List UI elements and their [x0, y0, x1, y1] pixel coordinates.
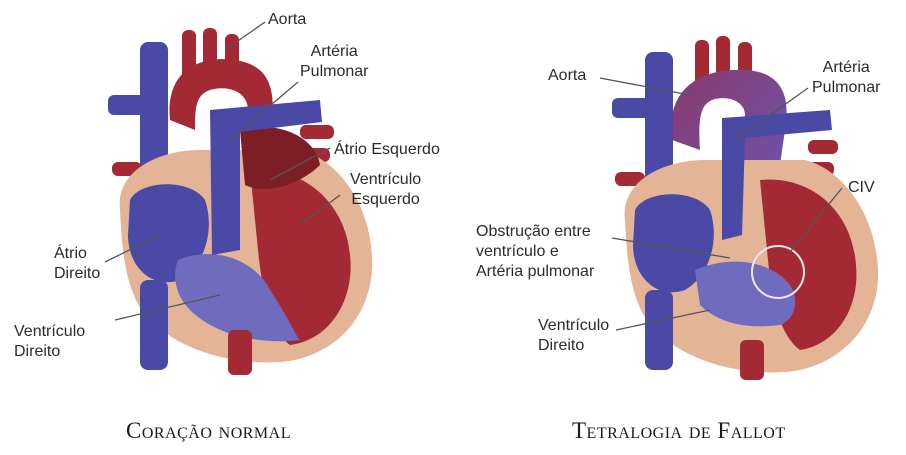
inferior-vena-cava [140, 280, 168, 370]
label-ventriculo-direito: Ventrículo Direito [14, 322, 85, 362]
label-ventriculo-direito-line1: Ventrículo [14, 322, 85, 342]
label-fallot-ventriculo-direito-line1: Ventrículo [538, 316, 609, 336]
label-aorta: Aorta [268, 10, 306, 30]
label-ventriculo-direito-line2: Direito [14, 342, 85, 362]
caption-normal: Coração normal [126, 418, 291, 444]
label-fallot-obstrucao-line2: ventrículo e [476, 242, 594, 262]
label-ventriculo-esquerdo-line2: Esquerdo [350, 190, 421, 210]
label-fallot-aorta: Aorta [548, 66, 586, 86]
label-arteria-pulmonar-line1: Artéria [300, 42, 368, 62]
fallot-brachiocephalic-vein [612, 98, 652, 118]
fallot-pulmonary-vein-1 [808, 140, 838, 154]
label-ventriculo-esquerdo: Ventrículo Esquerdo [350, 170, 421, 210]
label-atrio-direito: Átrio Direito [54, 244, 100, 284]
label-atrio-esquerdo: Átrio Esquerdo [334, 140, 440, 160]
label-fallot-obstrucao-line1: Obstrução entre [476, 222, 594, 242]
pulmonary-vein-1 [300, 125, 334, 139]
descending-aorta [228, 330, 252, 375]
label-fallot-ventriculo-direito-line2: Direito [538, 336, 609, 356]
fallot-descending-aorta [740, 340, 764, 380]
label-atrio-direito-line2: Direito [54, 264, 100, 284]
fallot-inferior-vena-cava [645, 290, 673, 370]
label-fallot-arteria-pulmonar: Artéria Pulmonar [812, 58, 880, 98]
caption-fallot: Tetralogia de Fallot [572, 418, 786, 444]
label-fallot-arteria-pulmonar-line2: Pulmonar [812, 78, 880, 98]
label-fallot-civ: CIV [848, 178, 875, 198]
label-fallot-obstrucao-line3: Artéria pulmonar [476, 262, 594, 282]
label-arteria-pulmonar-line2: Pulmonar [300, 62, 368, 82]
label-atrio-direito-line1: Átrio [54, 244, 100, 264]
label-fallot-obstrucao: Obstrução entre ventrículo e Artéria pul… [476, 222, 594, 282]
label-fallot-ventriculo-direito: Ventrículo Direito [538, 316, 609, 356]
label-ventriculo-esquerdo-line1: Ventrículo [350, 170, 421, 190]
label-arteria-pulmonar: Artéria Pulmonar [300, 42, 368, 82]
label-fallot-arteria-pulmonar-line1: Artéria [812, 58, 880, 78]
brachiocephalic-vein [108, 95, 148, 115]
